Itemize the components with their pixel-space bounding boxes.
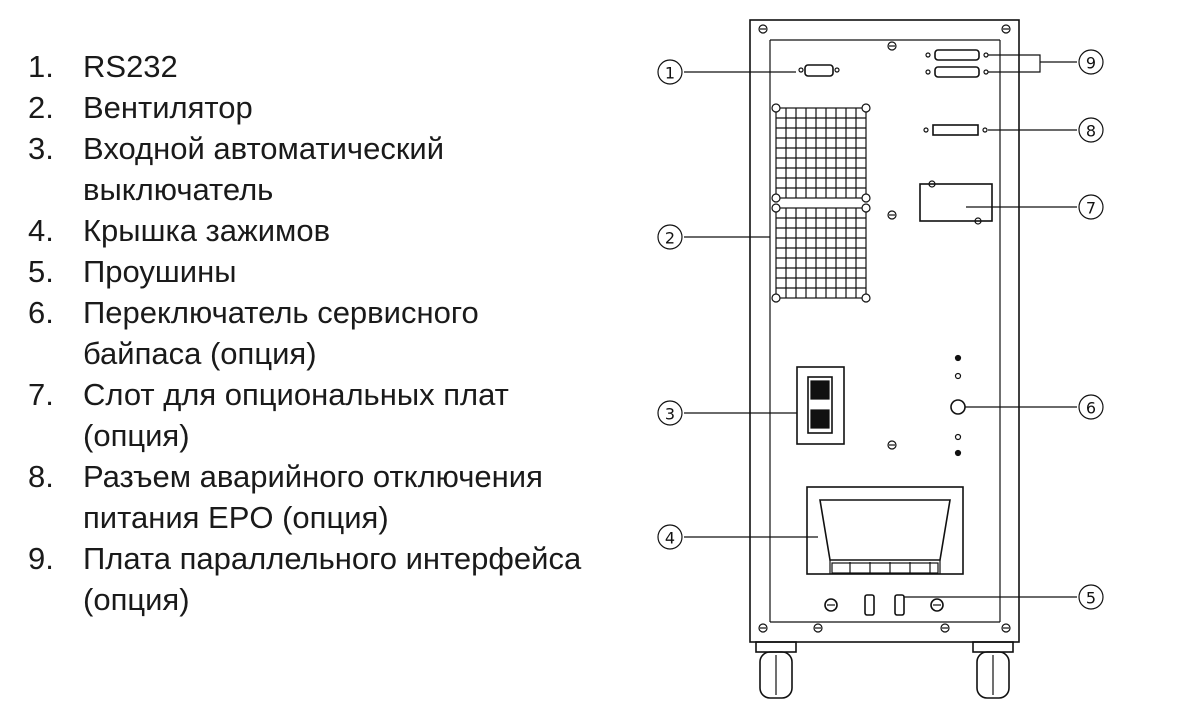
legend-item-number: 1. [28, 49, 54, 84]
callout-9: 9 [1078, 49, 1104, 75]
screw-icon [861, 193, 871, 203]
legend-item-number: 2. [28, 90, 54, 125]
screw-icon [1001, 24, 1011, 34]
callout-7: 7 [1078, 194, 1104, 220]
input-breaker [796, 366, 845, 445]
legend-item-label: Крышка зажимов [83, 213, 331, 248]
screw-icon [1001, 623, 1011, 633]
legend-item-label: Проушины [83, 254, 237, 289]
screw-icon [771, 293, 781, 303]
leader-lines [684, 54, 1077, 598]
legend-item-label: Плата параллельного интерфейса (опция) [83, 541, 582, 617]
legend-item-number: 7. [28, 377, 54, 412]
legend-list: 1. RS232 2. Вентилятор 3. Входной автоматич… [28, 46, 628, 620]
legend-item: 5. Проушины [28, 251, 628, 292]
lifting-lugs [824, 594, 944, 616]
screw-icon [861, 293, 871, 303]
callout-5: 5 [1078, 584, 1104, 610]
screw-icon [771, 103, 781, 113]
screw-icon [771, 193, 781, 203]
screw-icon [758, 24, 768, 34]
terminal-cover [806, 486, 964, 575]
parallel-interface-board [925, 49, 989, 78]
legend-item-label: Разъем аварийного отключения питания EPO… [83, 459, 543, 535]
screw-icon [813, 623, 823, 633]
legend-item-number: 4. [28, 213, 54, 248]
panel-screws [758, 24, 1011, 633]
screw-icon [887, 440, 897, 450]
screw-icon [887, 41, 897, 51]
callout-8: 8 [1078, 117, 1104, 143]
screw-icon [861, 103, 871, 113]
callout-2: 2 [657, 224, 683, 250]
epo-connector [923, 124, 988, 136]
legend-item: 8. Разъем аварийного отключения питания E… [28, 456, 598, 538]
callout-badges: 1 2 3 4 5 6 7 8 9 [657, 49, 1104, 610]
legend-item-label: RS232 [83, 49, 178, 84]
callout-2-label: 2 [665, 229, 675, 248]
legend-item: 1. RS232 [28, 46, 628, 87]
rs232-port [798, 64, 840, 77]
legend-item: 3. Входной автоматический выключатель [28, 128, 498, 210]
screw-icon [824, 598, 838, 612]
legend-item: 2. Вентилятор [28, 87, 628, 128]
screw-icon [771, 203, 781, 213]
screw-icon [861, 203, 871, 213]
legend-item-number: 8. [28, 459, 54, 494]
legend-item-number: 3. [28, 131, 54, 166]
callout-3-label: 3 [665, 405, 675, 424]
callout-4: 4 [657, 524, 683, 550]
caster-wheels [755, 641, 1014, 699]
option-card-slot [919, 180, 993, 225]
callout-1: 1 [657, 59, 683, 85]
legend-item-number: 9. [28, 541, 54, 576]
legend-item-number: 6. [28, 295, 54, 330]
callout-6-label: 6 [1086, 399, 1096, 418]
callout-3: 3 [657, 400, 683, 426]
callout-6: 6 [1078, 394, 1104, 420]
legend-item: 7. Слот для опциональных плат (опция) [28, 374, 578, 456]
screw-icon [758, 623, 768, 633]
legend-item-number: 5. [28, 254, 54, 289]
legend-item: 4. Крышка зажимов [28, 210, 628, 251]
maintenance-bypass-switch [950, 354, 966, 457]
callout-7-label: 7 [1086, 199, 1096, 218]
legend-item: 9. Плата параллельного интерфейса (опция) [28, 538, 628, 620]
cabinet-body [749, 19, 1020, 643]
legend-item: 6. Переключатель сервисного байпаса (опци… [28, 292, 528, 374]
legend-item-label: Слот для опциональных плат (опция) [83, 377, 509, 453]
callout-8-label: 8 [1086, 122, 1096, 141]
callout-5-label: 5 [1086, 589, 1096, 608]
screw-icon [930, 598, 944, 612]
legend-item-label: Переключатель сервисного байпаса (опция) [83, 295, 479, 371]
fan-grille [771, 103, 871, 203]
legend-item-label: Вентилятор [83, 90, 253, 125]
callout-1-label: 1 [665, 64, 675, 83]
legend-item-label: Входной автоматический выключатель [83, 131, 445, 207]
screw-icon [887, 210, 897, 220]
callout-9-label: 9 [1086, 54, 1096, 73]
screw-icon [940, 623, 950, 633]
fan-grilles [771, 103, 871, 303]
callout-4-label: 4 [665, 529, 675, 548]
fan-grille [771, 203, 871, 303]
